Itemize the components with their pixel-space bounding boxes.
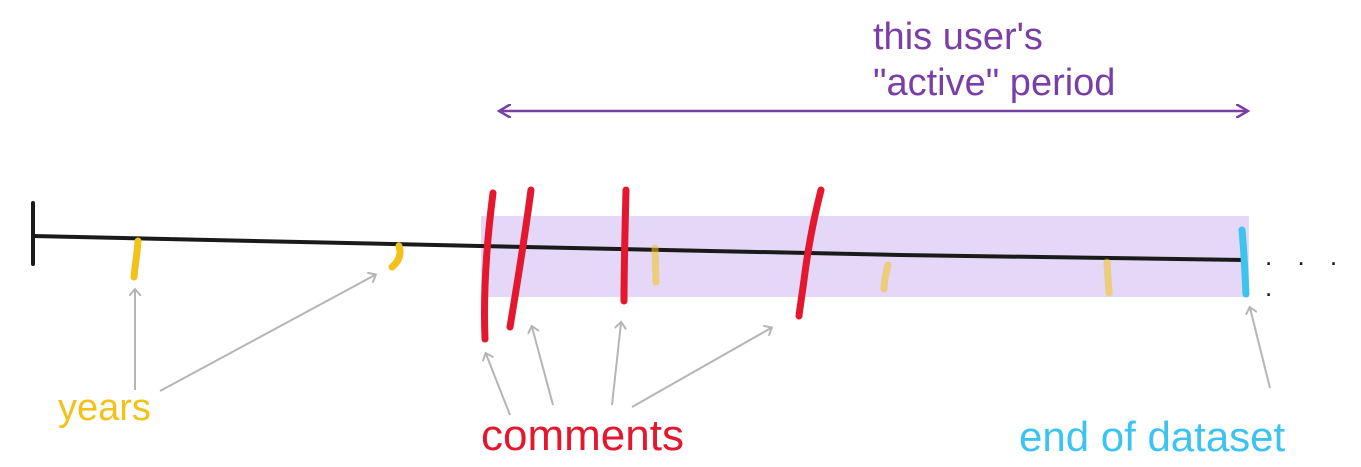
timeline-line [31, 234, 1247, 262]
end-of-dataset-mark [1238, 226, 1250, 298]
comment-mark [795, 186, 825, 320]
years-pointer-arrow [159, 275, 375, 392]
comments-pointer-arrow [611, 323, 621, 406]
year-tick [388, 242, 404, 271]
comment-marks [480, 186, 825, 343]
year-ticks [130, 237, 1113, 297]
comments-pointer-arrow [486, 354, 511, 416]
year-tick [880, 261, 892, 293]
comments-label: comments [481, 411, 684, 460]
year-tick [130, 237, 142, 281]
comments-pointer-arrow [532, 327, 554, 406]
active-period-label: this user's "active" period [873, 14, 1115, 106]
active-period-label-line-2: "active" period [873, 62, 1116, 104]
comment-mark [506, 186, 535, 331]
continuation-dots: . . . . [1265, 241, 1347, 302]
pointer-arrows [135, 275, 1271, 416]
comment-mark [620, 186, 630, 305]
comments-pointer-arrow [631, 328, 771, 408]
years-label: years [58, 387, 151, 429]
end-of-dataset-pointer-arrow [1250, 308, 1271, 389]
end-of-dataset-label: end of dataset [1019, 413, 1286, 460]
year-tick [651, 244, 660, 286]
active-period-label-line-1: this user's [873, 16, 1043, 58]
comment-mark [480, 189, 497, 343]
timeline [31, 201, 1247, 266]
year-tick [1103, 258, 1113, 297]
